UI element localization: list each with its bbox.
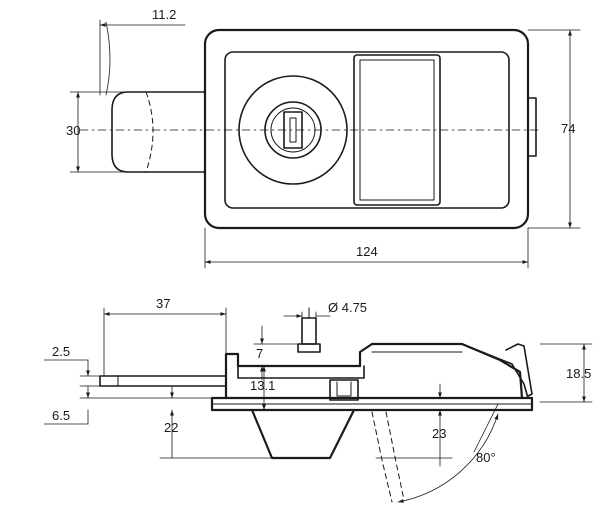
dim-30: 30 <box>66 91 129 173</box>
dim-13-1: 13.1 <box>250 365 275 411</box>
side-tab <box>527 97 537 157</box>
side-view: 37 Ø 4.75 7 13.1 2.5 <box>43 296 593 503</box>
dim-angle: 80° <box>397 403 499 503</box>
label-22: 22 <box>164 420 178 435</box>
dim-22: 22 <box>159 385 273 459</box>
label-2-5: 2.5 <box>52 344 70 359</box>
label-30: 30 <box>66 123 80 138</box>
top-view: 11.2 30 74 124 <box>66 7 581 269</box>
dim-23: 23 <box>375 383 453 467</box>
side-cup <box>250 408 356 460</box>
dim-74: 74 <box>527 29 581 229</box>
dim-37: 37 <box>103 296 227 377</box>
bolt-shaft <box>111 91 206 173</box>
dim-11-2: 11.2 <box>99 7 186 96</box>
dim-6-5: 6.5 <box>43 385 213 425</box>
side-body <box>224 342 524 400</box>
dim-124: 124 <box>204 227 529 269</box>
dim-2-5: 2.5 <box>43 344 101 387</box>
side-key-pin <box>297 307 321 353</box>
label-diameter: Ø 4.75 <box>328 300 367 315</box>
side-flange <box>210 396 534 412</box>
label-13-1: 13.1 <box>250 378 275 393</box>
label-37: 37 <box>156 296 170 311</box>
label-18-5: 18.5 <box>566 366 591 381</box>
label-angle: 80° <box>476 450 496 465</box>
dim-7: 7 <box>237 325 299 381</box>
side-latch <box>329 379 359 401</box>
label-11-2: 11.2 <box>152 7 176 22</box>
dim-diameter: Ø 4.75 <box>283 300 367 321</box>
label-6-5: 6.5 <box>52 408 70 423</box>
dim-18-5: 18.5 <box>539 343 593 403</box>
label-74: 74 <box>561 121 575 136</box>
side-bolt <box>99 375 227 387</box>
label-124: 124 <box>356 244 378 259</box>
label-23: 23 <box>432 426 446 441</box>
label-7: 7 <box>256 346 263 361</box>
side-lever <box>461 343 533 399</box>
